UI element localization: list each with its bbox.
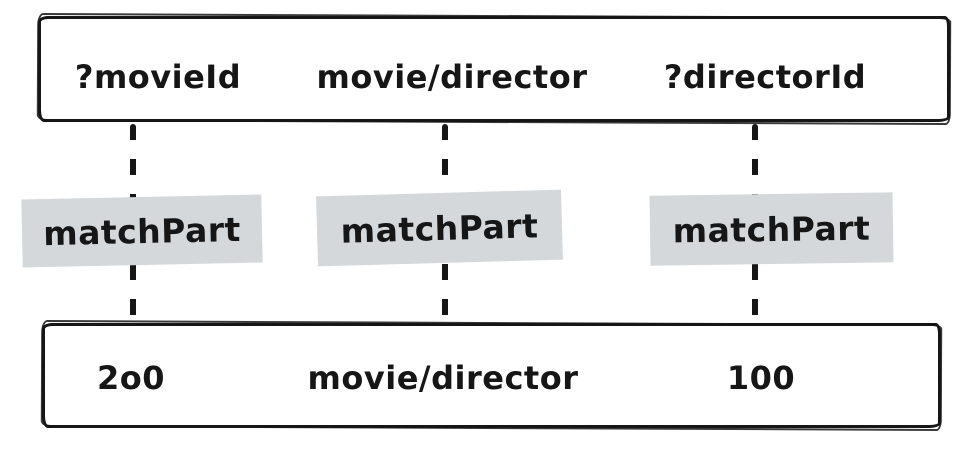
bottom-cell-predicate: movie/director — [307, 359, 579, 397]
top-cell-predicate: movie/director — [316, 58, 588, 96]
top-cell-director-id: ?directorId — [663, 58, 867, 96]
matchpart-label-subject: matchPart — [21, 194, 263, 268]
matchpart-label-object: matchPart — [649, 192, 894, 266]
top-row-box: ?movieId movie/director ?directorId — [38, 16, 950, 122]
bottom-row-box: 2o0 movie/director 100 — [42, 323, 941, 428]
bottom-cell-object-count: 100 — [726, 359, 796, 397]
bottom-cell-subject-count: 2o0 — [96, 359, 166, 397]
matchpart-label-predicate: matchPart — [316, 189, 563, 267]
top-cell-movie-id: ?movieId — [74, 58, 242, 96]
